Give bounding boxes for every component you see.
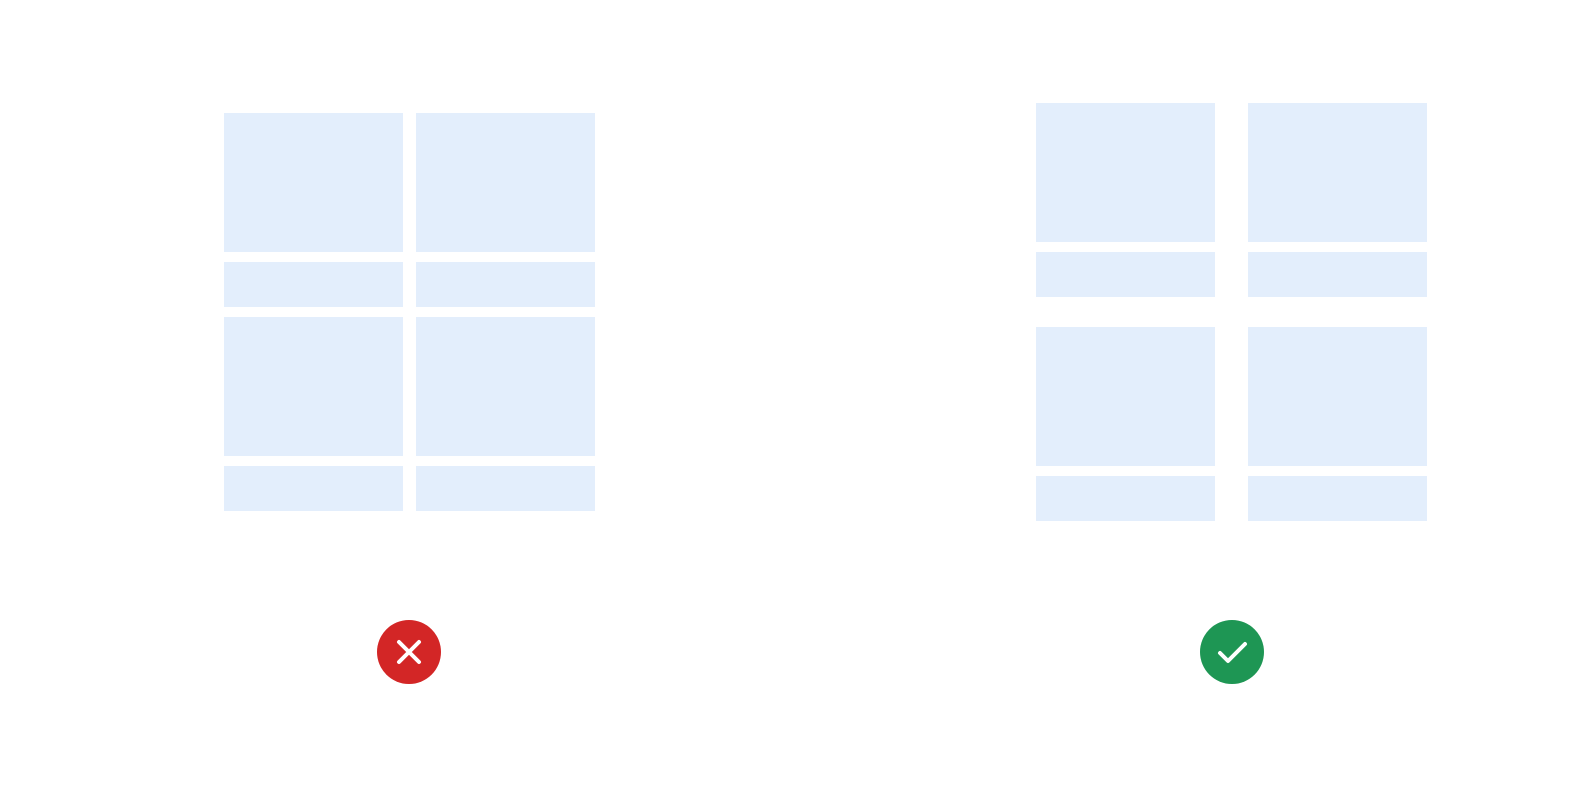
grid-tile-image <box>224 113 403 252</box>
grid-tile-caption <box>1248 252 1427 297</box>
grid-tile-caption <box>1036 252 1215 297</box>
grid-tile-caption <box>224 262 403 307</box>
grid-tile-image <box>416 113 595 252</box>
grid-tile-image <box>1036 103 1215 242</box>
correct-badge <box>1200 620 1264 684</box>
grid-tile-caption <box>1036 476 1215 521</box>
incorrect-badge <box>377 620 441 684</box>
grid-tile-image <box>1248 327 1427 466</box>
check-icon <box>1218 642 1247 663</box>
grid-tile-caption <box>1248 476 1427 521</box>
grid-tile-caption <box>224 466 403 511</box>
grid-tile-caption <box>416 262 595 307</box>
grid-tile-image <box>416 317 595 456</box>
grid-tile-image <box>1248 103 1427 242</box>
close-icon <box>397 640 421 664</box>
grid-tile-image <box>224 317 403 456</box>
grid-tile-image <box>1036 327 1215 466</box>
grid-tile-caption <box>416 466 595 511</box>
